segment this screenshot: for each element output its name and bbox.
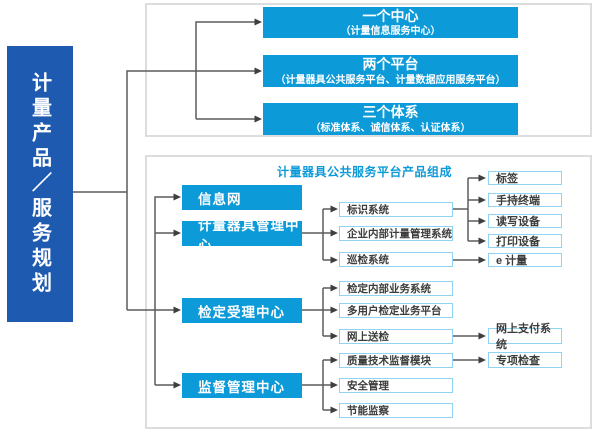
box-one-center-subtitle: （计量信息服务中心） [340, 26, 441, 38]
system-box-enterprise-metrology: 企业内部计量管理系统 [339, 226, 453, 241]
center-box-label: 信息网 [198, 191, 242, 207]
box-two-platforms-subtitle: （计量器具公共服务平台、计量数据应用服务平台） [275, 74, 506, 86]
system-box-label: 网上送检 [347, 331, 389, 343]
box-two-platforms: 两个平台 （计量器具公共服务平台、计量数据应用服务平台） [263, 55, 518, 87]
sidebar-banner: 计量产品／服务规划 [7, 46, 73, 322]
center-box-instrument-mgmt: 计量器具管理中心 [182, 218, 302, 253]
verification-connectors [302, 284, 338, 340]
connector-line [154, 193, 181, 385]
system-box-label: 多用户检定业务平台 [347, 305, 442, 317]
box-two-platforms-title: 两个平台 [362, 56, 419, 73]
system-box-internal-verification: 检定内部业务系统 [339, 281, 453, 296]
leaf-box-label: 读写设备 [496, 216, 540, 228]
leaf-connectors [452, 256, 486, 364]
system-box-label: 检定内部业务系统 [347, 283, 431, 295]
center-box-label: 计量器具管理中心 [198, 217, 300, 253]
sidebar-banner-title: 计量产品／服务规划 [28, 71, 51, 297]
system-box-quality-supervision: 质量技术监督模块 [339, 353, 453, 368]
leaf-box-printing-device: 打印设备 [488, 234, 562, 248]
leaf-box-label: 标签 [496, 173, 518, 185]
system-box-label: 质量技术监督模块 [347, 355, 431, 367]
leaf-box-rw-device: 读写设备 [488, 214, 562, 228]
center-box-label: 检定受理中心 [198, 304, 285, 320]
box-three-systems-title: 三个体系 [362, 104, 419, 121]
system-box-label: 节能监察 [347, 405, 389, 417]
system-box-online-submission: 网上送检 [339, 329, 453, 344]
center-box-label: 监督管理中心 [198, 379, 285, 395]
bottom-section-title: 计量器具公共服务平台产品组成 [277, 165, 453, 179]
leaf-box-online-payment: 网上支付系统 [488, 323, 562, 351]
system-box-label: 安全管理 [347, 380, 389, 392]
system-box-inspection: 巡检系统 [339, 252, 453, 267]
leaf-box-label: e 计量 [496, 255, 528, 267]
leaf-box-label: 专项检查 [496, 355, 540, 367]
leaf-box-label: 打印设备 [496, 236, 540, 248]
system-box-energy-monitoring: 节能监察 [339, 403, 453, 418]
system-box-label: 标识系统 [347, 204, 389, 216]
center-box-supervision: 监督管理中心 [182, 373, 302, 398]
box-three-systems: 三个体系 （标准体系、诚信体系、认证体系） [263, 103, 518, 135]
system-box-safety-mgmt: 安全管理 [339, 378, 453, 393]
box-three-systems-subtitle: （标准体系、诚信体系、认证体系） [310, 122, 471, 134]
box-one-center: 一个中心 （计量信息服务中心） [263, 7, 518, 38]
connector-line [126, 67, 262, 310]
leaf-box-handheld-terminal: 手持终端 [488, 193, 562, 207]
root-connectors [73, 18, 262, 389]
system-box-marking: 标识系统 [339, 202, 453, 217]
leaf-box-label: 手持终端 [496, 195, 540, 207]
center-box-info-network: 信息网 [182, 185, 302, 210]
leaf-box-e-metrology: e 计量 [488, 253, 562, 267]
system-box-multiuser-platform: 多用户检定业务平台 [339, 303, 453, 318]
system-box-label: 企业内部计量管理系统 [347, 228, 452, 240]
system-box-label: 巡检系统 [347, 254, 389, 266]
center-box-verification: 检定受理中心 [182, 298, 302, 323]
supervision-connectors [302, 356, 338, 414]
marking-system-connectors [452, 174, 486, 245]
box-one-center-title: 一个中心 [362, 7, 419, 24]
leaf-box-label: 网上支付系统 [496, 323, 551, 351]
instrument-mgmt-connectors [302, 205, 338, 264]
leaf-box-tag: 标签 [488, 171, 562, 185]
connector-line [195, 18, 262, 119]
leaf-box-special-inspection: 专项检查 [488, 352, 562, 368]
